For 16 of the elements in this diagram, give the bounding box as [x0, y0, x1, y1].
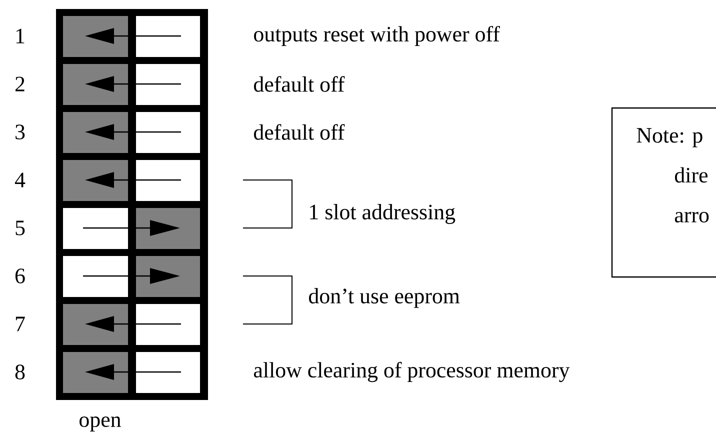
setting-text: default off [254, 124, 345, 140]
row-number: 4 [14, 172, 26, 188]
setting-text: default off [254, 76, 345, 92]
row-number: 6 [15, 268, 25, 284]
setting-text: 1 slot addressing [310, 204, 456, 224]
row-number: 3 [16, 124, 25, 140]
row-number: 2 [16, 76, 24, 92]
row-number: 5 [16, 220, 25, 236]
row-number: 7 [16, 316, 25, 332]
row-number: 1 [16, 28, 24, 44]
setting-text: outputs reset with power off [254, 26, 500, 46]
row-number: 8 [15, 364, 25, 380]
open-label: open [80, 416, 121, 432]
setting-text: allow clearing of processor memory [254, 362, 570, 382]
note-box: Note: p dire arro [611, 107, 716, 278]
setting-text: don’t use eeprom [309, 288, 460, 308]
